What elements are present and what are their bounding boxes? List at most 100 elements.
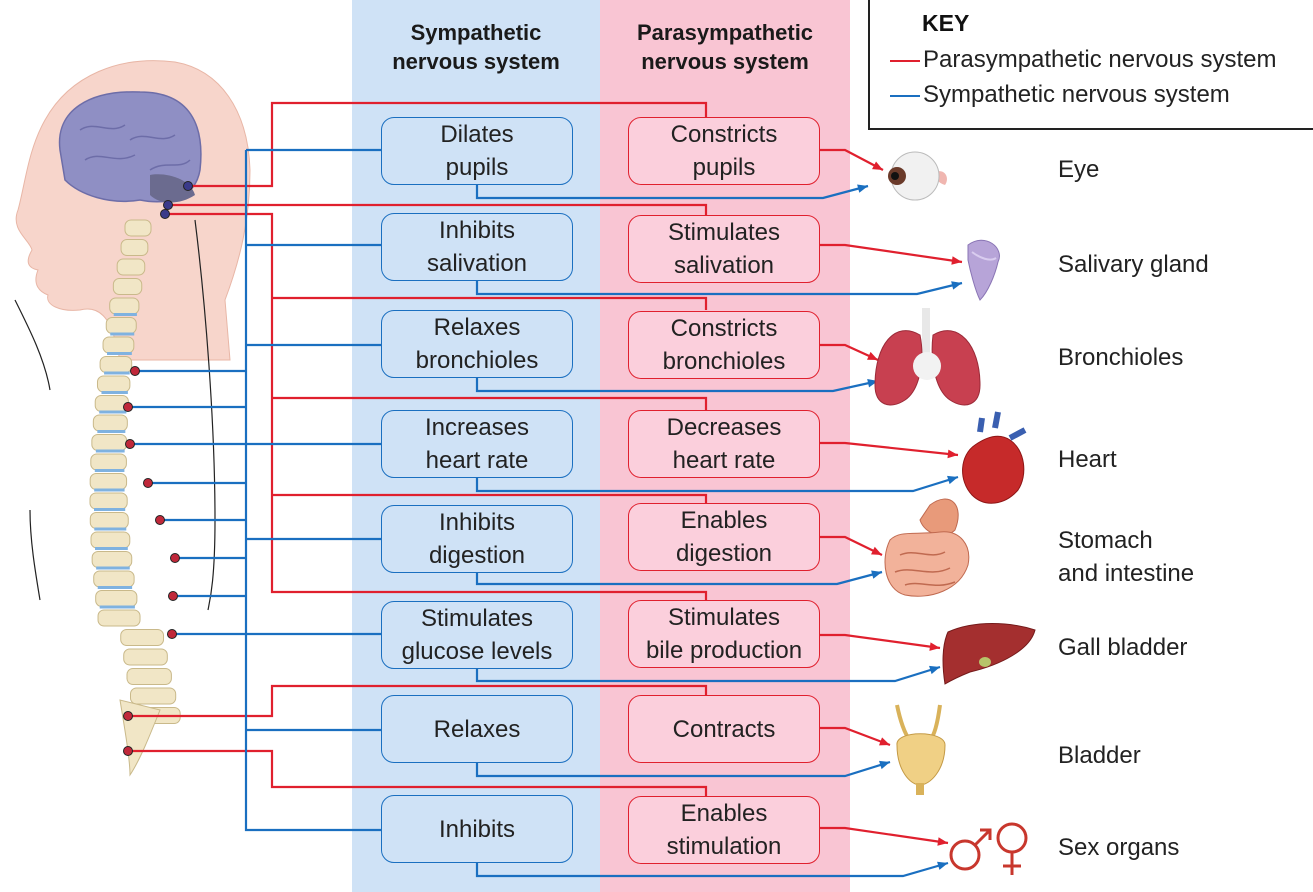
organ-label-stomach-intestine: Stomach and intestine [1058,527,1195,587]
lungs-icon [874,308,981,406]
parasympathetic-effect-eye: Constricts pupils [628,117,820,185]
legend-swatch-sympathetic [890,94,920,97]
parasympathetic-organ-connector [820,343,879,362]
parasympathetic-line-eye [188,101,708,188]
vertebra [97,609,141,627]
nerve-origin-dot [123,746,133,756]
vertebra [89,512,129,529]
intervertebral-disc [97,586,133,589]
parasympathetic-effect-salivary: Stimulates salivation [628,215,820,283]
organ-label-eye: Eye [1058,156,1100,183]
sympathetic-arrowhead [871,570,882,579]
sympathetic-organ-connector [475,184,869,200]
parasympathetic-arrowhead [947,449,958,459]
organ-label-heart: Heart [1058,446,1117,473]
parasympathetic-arrowhead [937,837,948,846]
nerve-connector-lines [128,101,963,878]
sympathetic-organ-connector [475,570,883,586]
sympathetic-effect-digestion: Inhibits digestion [381,505,573,573]
vertebra [105,317,137,334]
sympathetic-organ-connector [475,281,963,296]
vertebra [92,414,128,432]
nerve-origin-dot [170,553,180,563]
vertebra [91,551,133,568]
vertebra [99,356,133,373]
parasympathetic-arrowhead [879,737,890,746]
vertebra [109,297,140,315]
parasympathetic-line-sex-organs [128,749,708,796]
intestine-icon [884,498,970,597]
intervertebral-disc [94,527,127,531]
vertebra [120,239,149,256]
sympathetic-effect-sex-organs: Inhibits [381,795,573,863]
parasympathetic-effect-heart: Decreases heart rate [628,410,820,478]
legend-item-parasympathetic: Parasympathetic nervous system [890,46,1276,74]
organ-label-bronchioles: Bronchioles [1058,344,1184,371]
sympathetic-arrowhead [937,861,948,870]
sympathetic-arrowhead [951,281,962,290]
sympathetic-trunk [244,150,381,832]
vertebra [102,336,135,354]
sympathetic-organ-connector [475,475,959,493]
legend-label-parasympathetic: Parasympathetic nervous system [923,46,1277,73]
parasympathetic-arrowhead [951,256,962,265]
parasympathetic-branch [272,296,708,310]
vertebra [94,395,129,412]
spinal-column [89,219,181,777]
parasympathetic-effect-sex-organs: Enables stimulation [628,796,820,864]
nerve-origin-dot [125,439,135,449]
nerve-origin-dot [130,366,140,376]
vertebra [116,258,146,276]
parasympathetic-effect-gallbladder: Stimulates bile production [628,600,820,668]
legend-title: KEY [922,10,970,36]
male-female-symbol-icon [949,822,1028,875]
sympathetic-organ-connector [475,861,949,878]
heart-icon [962,411,1027,504]
intervertebral-disc [99,410,127,414]
vertebra [126,668,172,685]
sympathetic-column-header: Sympathetic nervous system [392,20,560,74]
nerve-origin-dot [143,478,153,488]
parasympathetic-organ-connector [820,726,891,747]
parasympathetic-column-header: Parasympathetic nervous system [636,20,814,74]
parasympathetic-trunk [165,212,708,600]
vertebra [129,687,177,705]
intervertebral-disc [94,488,125,492]
sympathetic-effect-heart: Increases heart rate [381,410,573,478]
intervertebral-disc [113,313,137,316]
intervertebral-disc [104,371,130,375]
nerve-origin-dot [155,515,165,525]
parasympathetic-organ-connector [820,441,959,457]
vertebra [95,590,138,607]
bladder-icon [895,704,946,795]
salivary-gland-icon [967,239,1000,301]
nerve-origin-dot [160,209,170,219]
parasympathetic-organ-connector [820,243,963,264]
vertebra [96,375,131,393]
vertebra [90,531,131,549]
nerve-origin-dot [167,629,177,639]
vertebra [112,278,143,295]
eye-icon [888,151,947,201]
parasympathetic-organ-connector [820,633,941,650]
nerve-origin-dot [183,181,193,191]
intervertebral-disc [107,352,132,355]
vertebra [91,434,128,451]
intervertebral-disc [101,391,128,394]
liver-icon [942,623,1036,685]
spinal-nerve-origins [123,181,193,756]
parasympathetic-branch [272,396,708,410]
vertebra [89,473,128,490]
sacrum [119,699,161,777]
parasympathetic-arrowhead [929,642,940,651]
intervertebral-disc [97,430,126,433]
sympathetic-arrowhead [879,760,890,770]
intervertebral-disc [94,547,128,550]
sympathetic-effect-gallbladder: Stimulates glucose levels [381,601,573,669]
intervertebral-disc [95,449,125,453]
intervertebral-disc [96,566,130,570]
parasympathetic-line-bladder [128,684,708,718]
organ-label-salivary-gland: Salivary gland [1058,251,1209,278]
parasympathetic-effect-bladder: Contracts [628,695,820,763]
